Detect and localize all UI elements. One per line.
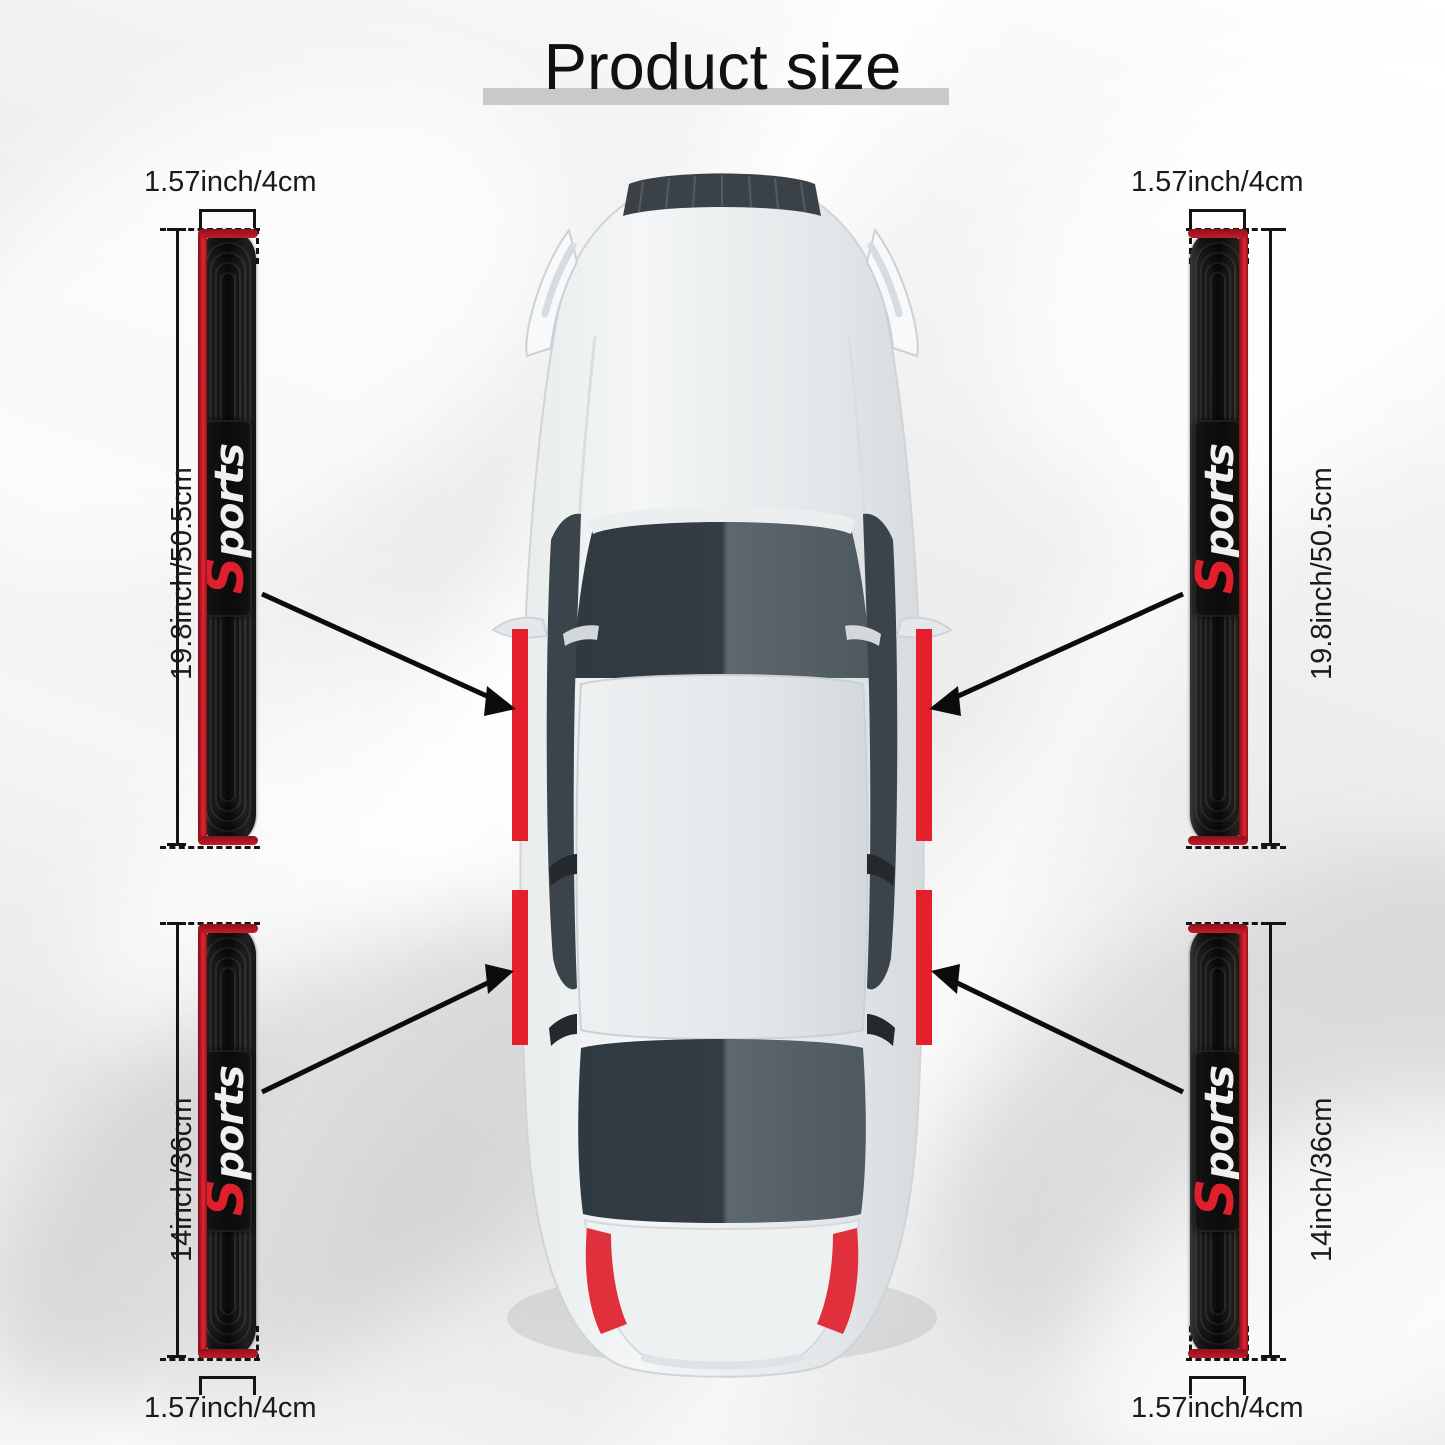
strip-body: Sports [1190, 925, 1246, 1357]
strip-wordmark: Sports [1190, 443, 1246, 593]
product-strip-front-right: Sports [1188, 229, 1248, 845]
panel-rear-left-width-label: 1.57inch/4cm [144, 1392, 317, 1424]
wordmark-rest: ports [207, 443, 254, 558]
panel-rear-left-box-top [160, 922, 260, 925]
strip-wordmark: Sports [200, 443, 256, 593]
sill-marker-rear-left [512, 890, 528, 1045]
strip-red-cap-bottom [198, 1349, 258, 1358]
panel-rear-left-width-tick-left [199, 1376, 202, 1395]
strip-wordmark: Sports [200, 1065, 256, 1216]
panel-front-left-width-rule [199, 209, 256, 212]
page-title-wrap: Product size [0, 30, 1445, 104]
strip-red-cap-bottom [1188, 836, 1248, 845]
panel-rear-left-width-tick-right [253, 1376, 256, 1395]
strip-red-cap-bottom [198, 836, 258, 845]
product-strip-front-left: Sports [198, 229, 258, 845]
panel-front-right-width-rule [1189, 209, 1246, 212]
page-title: Product size [543, 30, 902, 103]
strip-red-cap-top [1188, 229, 1248, 238]
wordmark-s: S [200, 1179, 256, 1217]
arrow-rear-right [931, 964, 1185, 1095]
strip-red-edge [198, 230, 207, 844]
wordmark-rest: ports [1197, 443, 1244, 558]
car-top-view [477, 168, 967, 1383]
panel-front-right-width-tick-left [1189, 209, 1192, 228]
strip-red-cap-bottom [1188, 1349, 1248, 1358]
sill-marker-front-right [916, 629, 932, 841]
strip-red-cap-top [1188, 924, 1248, 933]
wordmark-rest: ports [207, 1065, 254, 1180]
strip-badge-front-left: Sports [200, 420, 256, 617]
strip-red-edge [1239, 925, 1248, 1357]
panel-rear-right-length-label: 14inch/36cm [1306, 1097, 1338, 1262]
panel-rear-right-length-rule [1269, 922, 1272, 1358]
panel-rear-left-length-tick-top [167, 922, 186, 925]
wordmark-s: S [1190, 557, 1246, 594]
panel-front-right-box-left [1189, 228, 1192, 264]
wordmark-s: S [1190, 1179, 1246, 1217]
panel-rear-right-length-tick-bottom [1261, 1355, 1280, 1358]
panel-rear-left-box-bottom [160, 1358, 260, 1361]
car-illustration [491, 172, 953, 1378]
strip-body: Sports [200, 230, 256, 844]
panel-rear-left-length-tick-bottom [167, 1355, 186, 1358]
panel-front-right-length-label: 19.8inch/50.5cm [1306, 467, 1338, 680]
panel-rear-left-box-right [256, 1326, 259, 1360]
sill-marker-front-left [512, 629, 528, 841]
strip-red-cap-top [198, 229, 258, 238]
panel-front-left-width-tick-left [199, 209, 202, 228]
panel-rear-right-box-left [1189, 1326, 1192, 1360]
panel-front-left-length-label: 19.8inch/50.5cm [166, 467, 198, 680]
panel-front-right-length-tick-top [1261, 228, 1280, 231]
wordmark-rest: ports [1197, 1065, 1244, 1180]
panel-front-left-width-tick-right [253, 209, 256, 228]
panel-front-right-length-tick-bottom [1261, 843, 1280, 846]
strip-badge-front-right: Sports [1190, 420, 1246, 617]
panel-rear-right-width-label: 1.57inch/4cm [1131, 1392, 1304, 1424]
panel-front-right-box-bottom [1186, 846, 1286, 849]
panel-rear-right-box-top [1186, 922, 1286, 925]
panel-front-left-width-label: 1.57inch/4cm [144, 166, 317, 198]
strip-body: Sports [200, 925, 256, 1357]
panel-front-left-length-tick-top [167, 228, 186, 231]
strip-wordmark: Sports [1190, 1065, 1246, 1216]
panel-front-left-box-right [256, 228, 259, 264]
panel-rear-left-length-rule [176, 922, 179, 1358]
product-strip-rear-right: Sports [1188, 924, 1248, 1358]
panel-rear-right-width-rule [1189, 1376, 1246, 1379]
sill-marker-rear-right [916, 890, 932, 1045]
arrow-front-right [929, 591, 1185, 716]
title-underline [483, 88, 949, 105]
panel-front-right-length-rule [1269, 228, 1272, 846]
panel-rear-left-width-rule [199, 1376, 256, 1379]
panel-rear-right-length-tick-top [1261, 922, 1280, 925]
panel-front-right-width-tick-right [1243, 209, 1246, 228]
panel-rear-left-length-label: 14inch/36cm [166, 1097, 198, 1262]
strip-red-edge [1239, 230, 1248, 844]
panel-front-left-box-bottom [160, 846, 260, 849]
strip-badge-rear-right: Sports [1190, 1050, 1246, 1232]
panel-front-left-length-rule [176, 228, 179, 846]
panel-rear-right-width-tick-right [1243, 1376, 1246, 1395]
strip-red-cap-top [198, 924, 258, 933]
panel-front-right-width-label: 1.57inch/4cm [1131, 166, 1304, 198]
panel-rear-right-box-bottom [1186, 1358, 1286, 1361]
strip-badge-rear-left: Sports [200, 1050, 256, 1232]
strip-body: Sports [1190, 230, 1246, 844]
panel-front-left-length-tick-bottom [167, 843, 186, 846]
wordmark-s: S [200, 557, 256, 594]
product-strip-rear-left: Sports [198, 924, 258, 1358]
panel-rear-right-width-tick-left [1189, 1376, 1192, 1395]
strip-red-edge [198, 925, 207, 1357]
